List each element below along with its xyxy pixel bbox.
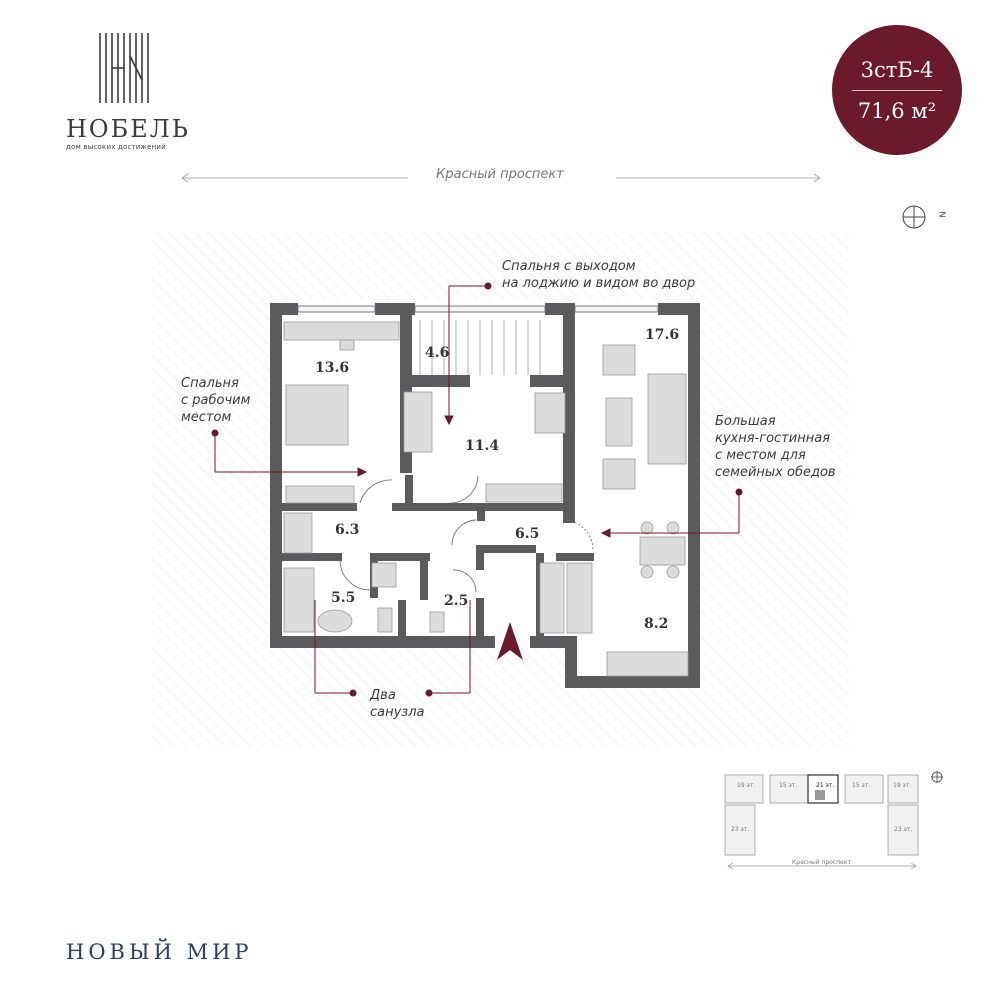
entrance-arrow-icon	[497, 622, 523, 660]
room-area-living: 17.6	[645, 327, 680, 343]
compass-icon	[902, 205, 926, 229]
room-area-loggia: 4.6	[425, 345, 450, 361]
apartment-badge: 3стБ-4 71,6 м²	[832, 25, 962, 155]
room-area-bathroom-1: 5.5	[331, 590, 356, 606]
minimap-floor: 15 эт.	[779, 782, 798, 789]
project-name: НОВЫЙ МИР	[66, 940, 253, 964]
room-area-kitchen: 8.2	[644, 616, 669, 632]
floor-plan	[152, 232, 849, 747]
street-name: Красный проспект	[436, 167, 564, 182]
minimap-floor: 19 эт.	[737, 782, 756, 789]
walls	[270, 303, 700, 688]
apartment-code: 3стБ-4	[860, 58, 934, 82]
minimap-floor-current: 21 эт.	[816, 782, 835, 789]
callout-kitchen: Большая кухня-гостинная с местом для сем…	[715, 414, 836, 480]
room-area-bedroom-2: 11.4	[465, 438, 500, 454]
brand-tagline: дом высоких достижений	[66, 143, 166, 151]
brand-logo	[66, 28, 196, 153]
callout-bedroom-work: Спальня с рабочим местом	[181, 376, 251, 425]
logo-mark-icon	[99, 33, 149, 103]
room-area-hall-1: 6.3	[335, 522, 360, 538]
building-minimap	[724, 771, 943, 870]
minimap-floor: 15 эт.	[852, 782, 871, 789]
minimap-floor: 23 эт.	[894, 826, 913, 833]
callout-bathrooms: Два санузла	[370, 688, 425, 720]
apartment-area: 71,6 м²	[857, 99, 937, 123]
room-area-hall-2: 6.5	[515, 526, 540, 542]
street-arrow	[181, 173, 821, 183]
room-area-bathroom-2: 2.5	[444, 593, 469, 609]
room-area-bedroom-1: 13.6	[315, 360, 350, 376]
callout-bedroom-loggia: Спальня с выходом на лоджию и видом во д…	[502, 259, 696, 291]
minimap-street: Красный проспект	[792, 859, 851, 866]
minimap-floor: 23 эт.	[731, 826, 750, 833]
brand-name: НОБЕЛЬ	[66, 115, 190, 143]
badge-divider	[852, 90, 942, 91]
minimap-floor: 19 эт.	[893, 782, 912, 789]
compass-direction: N	[937, 211, 947, 218]
